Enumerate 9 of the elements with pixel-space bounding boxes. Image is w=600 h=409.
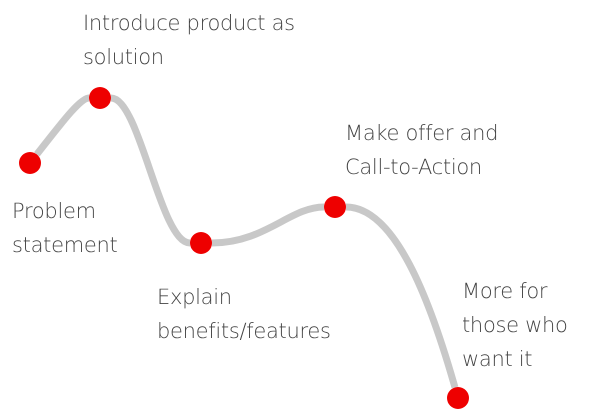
curve-line (212, 204, 324, 246)
curve-line (345, 204, 458, 388)
step-label: Problem statement (12, 198, 118, 259)
step-label: More for those who want it (462, 278, 569, 373)
step-label: Explain benefits/features (157, 284, 332, 345)
step-label: Introduce product as solution (83, 10, 296, 71)
curve-line (110, 94, 192, 246)
curve-line (34, 94, 90, 157)
step-label: Make offer and Call-to-Action (345, 120, 500, 181)
